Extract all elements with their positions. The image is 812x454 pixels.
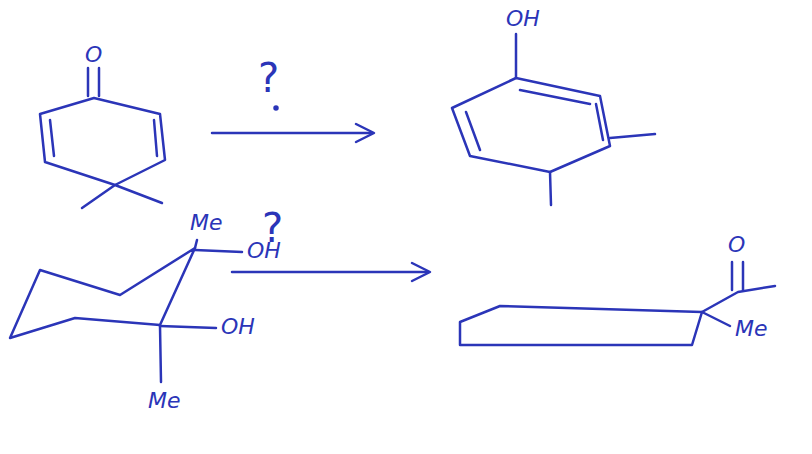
atom-label: Me [190,212,223,234]
reagent-unknown: ? [258,58,279,98]
cyclohexane-diol-structure [10,240,242,382]
atom-label: Me [735,318,768,340]
atom-label: OH [506,8,540,30]
atom-label: Me [148,390,181,412]
atom-label: O [85,44,102,66]
phenol-structure [452,34,655,205]
reaction-arrow [212,107,374,143]
dienone-structure [40,68,165,208]
reaction-arrow [232,263,430,281]
atom-label: O [728,234,745,256]
atom-label: OH [221,316,255,338]
ketone-structure [460,262,775,345]
reagent-unknown: ? [262,208,283,248]
